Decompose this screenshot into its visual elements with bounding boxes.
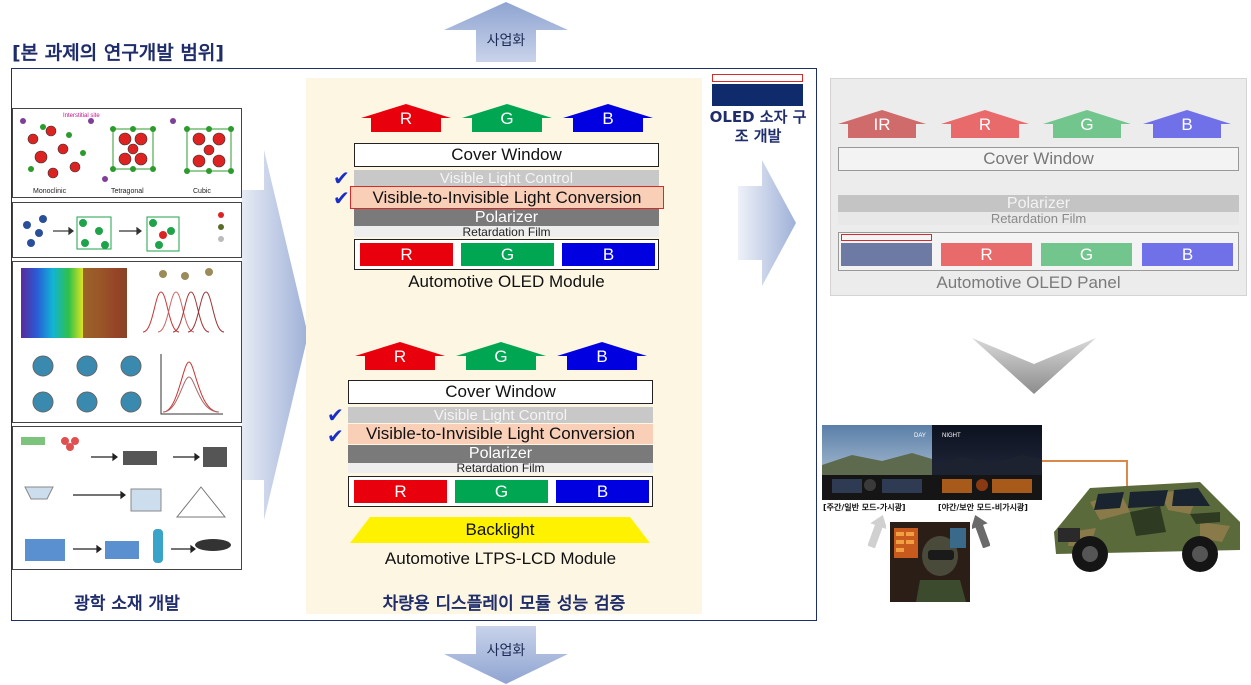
panel-top-color-ir-label: IR [873, 115, 891, 134]
oled-pixel-r: R [360, 243, 453, 266]
day-mode-up-arrow-icon [867, 514, 888, 553]
day-mode-caption: [주간/일반 모드-가시광] [823, 503, 906, 512]
lcd-top-color-b-label: B [596, 347, 608, 366]
night-mode-up-arrow-icon [970, 514, 991, 553]
panel-retardation-film: Retardation Film [838, 211, 1239, 226]
panel-ir-pixel-outline [841, 234, 932, 241]
research-scope-frame [11, 68, 817, 621]
oled-top-color-g-label: G [500, 109, 514, 128]
panel-ir-pixel [841, 243, 932, 266]
bottom-arrow-label: 사업화 [486, 643, 526, 659]
panel-top-color-ir: IR [838, 110, 926, 138]
doping-structure-image [12, 202, 242, 258]
panel-pixel-b: B [1142, 243, 1233, 266]
panel-cover-window: Cover Window [838, 147, 1239, 171]
lcd-top-color-b: B [557, 342, 647, 370]
oled-polarizer: Polarizer [354, 209, 659, 226]
oled-light-conversion: Visible-to-Invisible Light Conversion [350, 186, 664, 209]
lcd-top-color-g-label: G [494, 347, 508, 366]
module-to-panel-arrow [738, 160, 796, 291]
orange-connector-drop [1126, 460, 1128, 486]
oled-visible-light-control: Visible Light Control [354, 170, 659, 187]
oled-pixel-b: B [562, 243, 655, 266]
oled-cover-window: Cover Window [354, 143, 659, 167]
orange-connector-line [1042, 460, 1128, 462]
interstitial-label: Interstitial site [63, 113, 100, 119]
oled-top-color-r-label: R [399, 109, 413, 128]
oled-top-color-r: R [361, 104, 451, 132]
oled-retardation-film: Retardation Film [354, 225, 659, 239]
arrow-up-icon [444, 2, 568, 62]
panel-top-color-b-label: B [1181, 115, 1193, 134]
oled-top-color-b: B [563, 104, 653, 132]
lcd-vlc-check-icon: ✔ [327, 405, 344, 427]
panel-pixel-r: R [941, 243, 1032, 266]
top-commercialization-arrow: 사업화 [444, 2, 568, 62]
oled-dev-legend-fill [712, 84, 803, 106]
oled-top-color-g: G [462, 104, 552, 132]
panel-top-color-g: G [1043, 110, 1131, 138]
panel-name: Automotive OLED Panel [936, 273, 1121, 292]
lcd-backlight [350, 517, 650, 543]
lcd-conversion-check-icon: ✔ [327, 426, 344, 448]
lcd-top-color-r-label: R [393, 347, 407, 366]
bottom-commercialization-arrow: 사업화 [444, 626, 568, 684]
panel-pixel-g: G [1041, 243, 1132, 266]
lcd-backlight-label: Backlight [465, 520, 535, 539]
crystal-structure-image: Monoclinic Tetragonal Cubic Interstitial… [12, 108, 242, 198]
panel-top-color-g-label: G [1080, 115, 1094, 134]
arrow-down-icon [444, 626, 568, 684]
panel-top-color-r-label: R [978, 115, 992, 134]
lcd-pixel-g: G [455, 480, 548, 503]
panel-to-vehicle-arrow [972, 338, 1096, 399]
spectrum-figure-image [12, 261, 242, 423]
lcd-visible-light-control: Visible Light Control [348, 407, 653, 424]
lcd-retardation-film: Retardation Film [348, 461, 653, 475]
oled-module-name: Automotive OLED Module [408, 272, 605, 291]
soldier-cockpit-image [890, 522, 970, 602]
lcd-cover-window: Cover Window [348, 380, 653, 404]
oled-dev-legend-outline [712, 74, 803, 82]
left-caption: 광학 소재 개발 [74, 594, 180, 614]
day-tag: DAY [914, 433, 926, 439]
crystal-label-monoclinic: Monoclinic [33, 188, 67, 195]
night-mode-caption: [야간/보안 모드-비가시광] [938, 503, 1028, 512]
lcd-light-conversion: Visible-to-Invisible Light Conversion [348, 424, 653, 444]
oled-pixel-g: G [461, 243, 554, 266]
night-tag: NIGHT [942, 433, 961, 439]
panel-top-color-r: R [941, 110, 1029, 138]
oled-vlc-check-icon: ✔ [333, 168, 350, 190]
military-vehicle-image [1050, 462, 1246, 578]
synthesis-process-image [12, 426, 242, 570]
panel-top-color-b: B [1143, 110, 1231, 138]
materials-to-module-arrow [242, 150, 308, 525]
panel-polarizer: Polarizer [838, 195, 1239, 212]
center-caption: 차량용 디스플레이 모듈 성능 검증 [382, 594, 626, 614]
lcd-polarizer: Polarizer [348, 445, 653, 463]
oled-conversion-check-icon: ✔ [333, 188, 350, 210]
lcd-pixel-b: B [556, 480, 649, 503]
day-night-display-image: DAY NIGHT [822, 425, 1042, 500]
crystal-label-cubic: Cubic [193, 188, 211, 195]
oled-top-color-b-label: B [602, 109, 614, 128]
page-title: [본 과제의 연구개발 범위] [12, 42, 225, 64]
crystal-label-tetragonal: Tetragonal [111, 188, 144, 195]
oled-dev-label: OLED 소자 구조 개발 [709, 108, 807, 145]
top-arrow-label: 사업화 [486, 33, 526, 49]
lcd-top-color-g: G [456, 342, 546, 370]
lcd-pixel-r: R [354, 480, 447, 503]
lcd-top-color-r: R [355, 342, 445, 370]
lcd-module-name: Automotive LTPS-LCD Module [384, 549, 617, 568]
